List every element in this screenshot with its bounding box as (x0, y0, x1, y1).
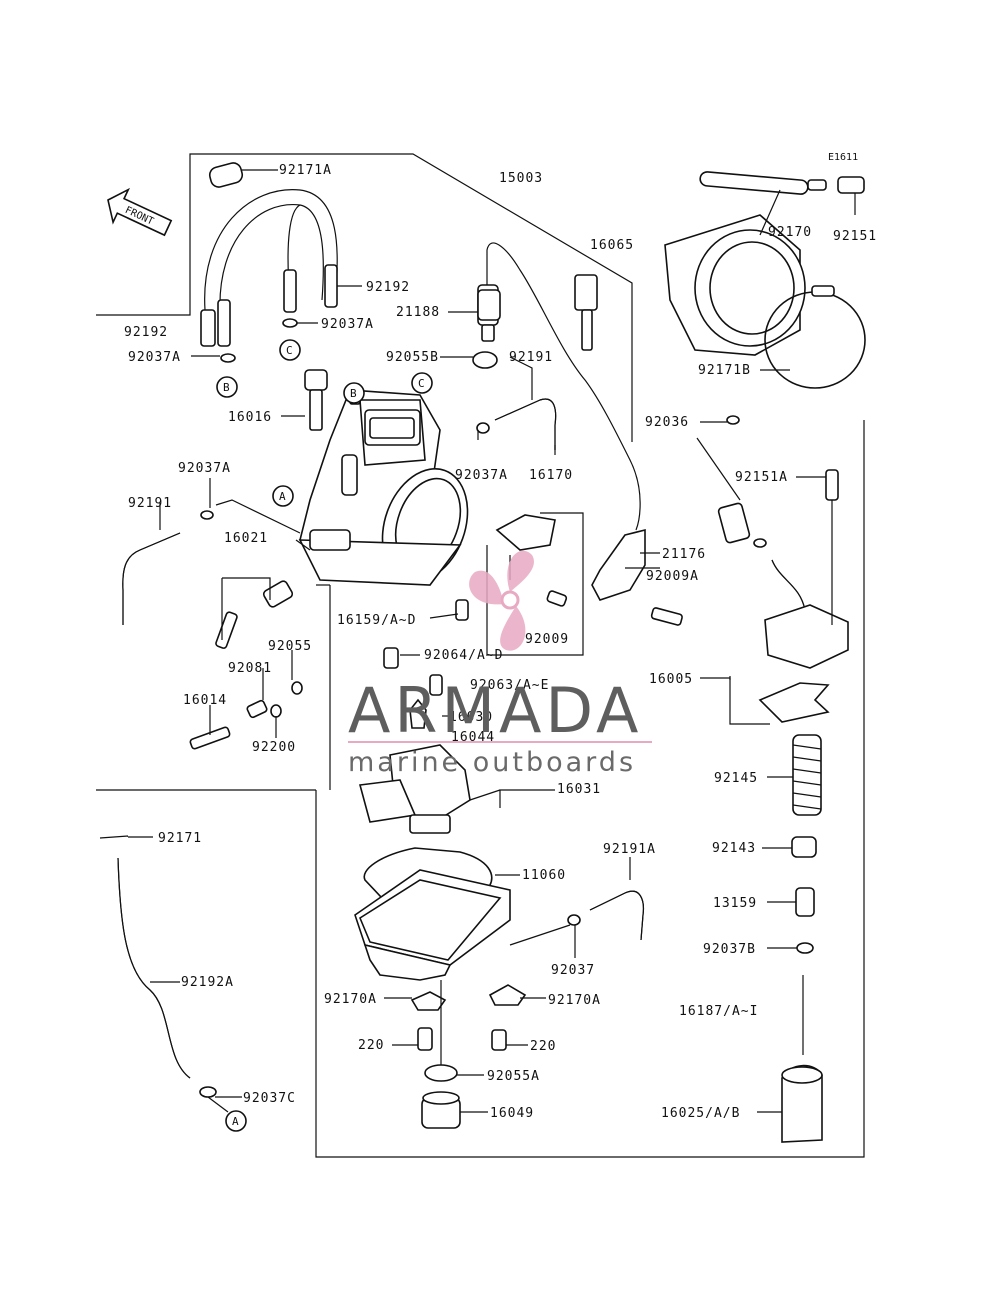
label-92170a-left: 92170A (324, 992, 377, 1007)
propeller-logo-icon (469, 550, 534, 651)
label-92200: 92200 (252, 740, 296, 755)
label-92171: 92171 (158, 831, 202, 846)
label-92192-left: 92192 (124, 325, 168, 340)
watermark-name: ARMADA (348, 674, 642, 747)
label-16187: 16187/A~I (679, 1004, 758, 1019)
bottom-parts (410, 914, 581, 1129)
label-92143: 92143 (712, 841, 756, 856)
label-92037: 92037 (551, 963, 595, 978)
label-92064: 92064/A~D (424, 648, 503, 663)
ref-c-left: C (286, 344, 293, 357)
label-92170: 92170 (768, 225, 812, 240)
ref-b-body: B (350, 387, 357, 400)
ref-a-body: A (279, 490, 286, 503)
label-16159: 16159/A~D (337, 613, 416, 628)
label-92009a: 92009A (646, 569, 699, 584)
label-21188: 21188 (396, 305, 440, 320)
label-92170a-right: 92170A (548, 993, 601, 1008)
label-92192a: 92192A (181, 975, 234, 990)
spring-92145 (792, 734, 822, 816)
ref-c-body: C (418, 377, 425, 390)
armada-watermark: ARMADA marine outboards (348, 550, 652, 778)
throttle-sensor-lead (477, 242, 646, 601)
label-92037a-2: 92037A (128, 350, 181, 365)
label-92055: 92055 (268, 639, 312, 654)
vent-hose-assembly (200, 162, 338, 347)
reference-markers: B C B C A A (216, 339, 433, 1132)
hose-92192a (117, 857, 191, 1079)
label-92036: 92036 (645, 415, 689, 430)
label-92081: 92081 (228, 661, 272, 676)
label-92037a-3: 92037A (455, 468, 508, 483)
label-92171a: 92171A (279, 163, 332, 178)
clamp-92037c (199, 1086, 217, 1098)
label-16030: 16030 (449, 710, 493, 725)
label-16031: 16031 (557, 782, 601, 797)
label-16170: 16170 (529, 468, 573, 483)
label-92145: 92145 (714, 771, 758, 786)
label-92055b: 92055B (386, 350, 439, 365)
watermark-tagline: marine outboards (348, 747, 636, 778)
screw-16016 (304, 369, 328, 431)
leader-lines (128, 169, 856, 1113)
intake-assembly (664, 171, 866, 389)
label-92037a-4: 92037A (178, 461, 231, 476)
part-labels: 92171A 15003 16065 92170 92151 92192 921… (124, 163, 877, 1121)
float-chamber (354, 869, 511, 981)
front-arrow-icon: FRONT (107, 187, 173, 237)
label-92055a: 92055A (487, 1069, 540, 1084)
screws-92009 (546, 590, 683, 626)
hose-92191a (589, 890, 645, 941)
jet-parts-center (383, 599, 469, 729)
part-92036 (726, 415, 740, 425)
sensor-21188 (477, 289, 501, 321)
label-92191a: 92191A (603, 842, 656, 857)
label-16021: 16021 (224, 531, 268, 546)
label-16016: 16016 (228, 410, 272, 425)
label-92037b: 92037B (703, 942, 756, 957)
label-16025: 16025/A/B (661, 1106, 740, 1121)
label-92151a: 92151A (735, 470, 788, 485)
label-92191-top: 92191 (509, 350, 553, 365)
carburetor-body (298, 383, 469, 586)
label-220-right: 220 (530, 1039, 556, 1054)
hose-92191-left (122, 532, 181, 625)
label-92037c: 92037C (243, 1091, 296, 1106)
label-16014: 16014 (183, 693, 227, 708)
label-92063: 92063/A~E (470, 678, 549, 693)
clip-92171 (99, 835, 129, 839)
float-assembly (358, 744, 501, 834)
diagram-code: E1611 (828, 152, 858, 163)
ref-b-left: B (223, 381, 230, 394)
label-21176: 21176 (662, 547, 706, 562)
label-92151: 92151 (833, 229, 877, 244)
label-92009: 92009 (525, 632, 569, 647)
label-92037a-1: 92037A (321, 317, 374, 332)
label-11060: 11060 (522, 868, 566, 883)
label-16049: 16049 (490, 1106, 534, 1121)
label-15003: 15003 (499, 171, 543, 186)
ref-a-hose: A (232, 1115, 239, 1128)
label-220-left: 220 (358, 1038, 384, 1053)
jet-parts-left (189, 580, 303, 750)
label-92191-left: 92191 (128, 496, 172, 511)
label-13159: 13159 (713, 896, 757, 911)
jet-needle-parts (781, 836, 823, 1143)
label-16005: 16005 (649, 672, 693, 687)
label-92171b: 92171B (698, 363, 751, 378)
label-16065: 16065 (590, 238, 634, 253)
diagram-frame-lines (96, 153, 865, 1158)
label-92192-right: 92192 (366, 280, 410, 295)
o-ring-92055b (472, 351, 498, 369)
air-cut-valve (717, 469, 849, 723)
